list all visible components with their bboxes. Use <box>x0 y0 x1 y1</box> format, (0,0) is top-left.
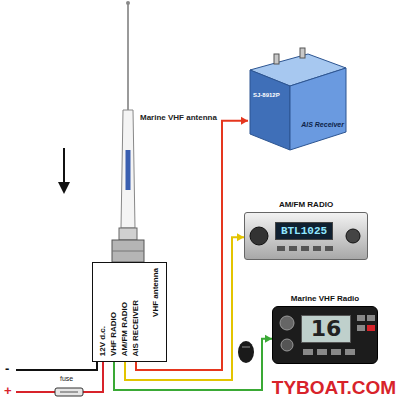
fuse-symbol <box>55 388 83 396</box>
arrowhead <box>265 335 272 343</box>
button <box>277 246 285 251</box>
button <box>357 315 365 321</box>
antenna-connector <box>112 240 144 262</box>
microphone-grille <box>242 346 250 348</box>
antenna-whip <box>127 3 129 112</box>
am-fm-radio: AM/FM RADIO BTL1025 <box>244 200 368 260</box>
port-label: VHF RADIO <box>110 312 118 356</box>
antenna-stripe <box>126 150 131 190</box>
device-name: AIS Receiver <box>301 121 344 128</box>
port-label: AIS RECEIVER <box>132 300 140 356</box>
button <box>303 349 313 355</box>
display-text: BTL1025 <box>281 225 327 237</box>
device-heading: Marine VHF Radio <box>272 294 378 303</box>
device-body: BTL1025 <box>244 212 368 260</box>
watermark: TYBOAT.COM <box>272 378 396 397</box>
antenna-port-label: VHF antenna <box>152 268 160 317</box>
button <box>345 349 355 355</box>
button <box>313 246 321 251</box>
fuse-label: fuse <box>60 375 73 382</box>
direction-arrow <box>63 148 65 184</box>
antenna-body <box>121 110 135 228</box>
button <box>367 315 375 321</box>
box-side <box>250 70 290 150</box>
model-number: SJ-8912P <box>253 92 280 98</box>
button <box>301 246 309 251</box>
channel-knob <box>280 316 294 330</box>
rf-connector <box>274 54 279 64</box>
device-heading: AM/FM RADIO <box>244 200 368 209</box>
squelch-knob <box>281 339 293 351</box>
button <box>325 246 333 251</box>
negative-wire <box>16 362 97 370</box>
device-body: 16 <box>272 306 378 364</box>
arrowhead <box>237 233 244 241</box>
arrowhead <box>241 117 248 125</box>
button <box>289 246 297 251</box>
ais-receiver: SJ-8912P AIS Receiver <box>248 48 348 152</box>
port-label: AM/FM RADIO <box>121 302 129 356</box>
box-front <box>290 68 346 150</box>
device-display: 16 <box>301 315 351 343</box>
connector-ridge <box>112 251 144 252</box>
microphone <box>238 341 254 363</box>
button <box>331 349 341 355</box>
display-text: 16 <box>311 318 342 340</box>
device-display: BTL1025 <box>275 222 333 240</box>
button <box>357 325 365 331</box>
volume-knob <box>250 227 268 245</box>
antenna-mount <box>119 228 137 240</box>
button <box>317 349 327 355</box>
splitter-box: VHF antenna 12V d.c.VHF RADIOAM/FM RADIOA… <box>92 262 167 362</box>
tuning-knob <box>346 229 360 243</box>
antenna-label: Marine VHF antenna <box>140 113 217 122</box>
port-label: 12V d.c. <box>99 326 107 356</box>
direction-arrowhead <box>58 182 70 194</box>
antenna-tip <box>126 1 130 5</box>
polarity-sign: + <box>4 384 12 397</box>
fuse-element <box>60 392 78 393</box>
marine-vhf-radio: Marine VHF Radio 16 <box>272 294 378 364</box>
distress-button <box>367 325 375 331</box>
polarity-sign: - <box>5 362 9 375</box>
rf-connector <box>300 48 305 58</box>
ais-receiver-shape <box>248 48 348 152</box>
